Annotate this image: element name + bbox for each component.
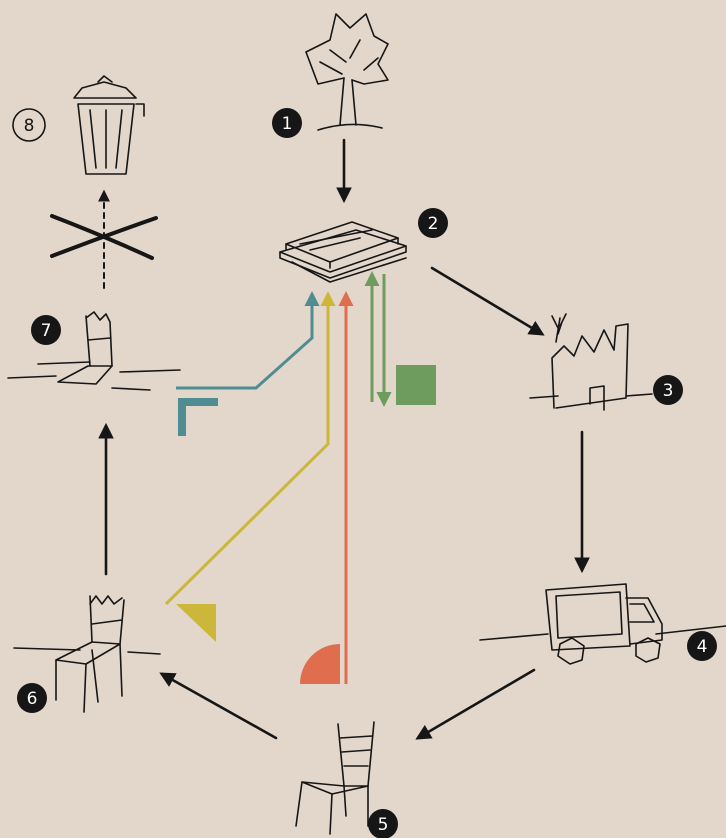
green-loop bbox=[364, 271, 436, 407]
broken-chair-icon bbox=[7, 311, 181, 391]
svg-text:2: 2 bbox=[428, 214, 439, 234]
step-badge-7: 7 bbox=[31, 315, 61, 345]
orange-quarter-circle-marker bbox=[300, 644, 340, 684]
chair-icon bbox=[295, 721, 375, 835]
svg-text:1: 1 bbox=[282, 114, 293, 134]
step-badge-6: 6 bbox=[17, 683, 47, 713]
svg-text:4: 4 bbox=[697, 637, 708, 657]
svg-text:6: 6 bbox=[27, 689, 38, 709]
teal-corner-marker bbox=[178, 398, 218, 436]
lumber-planks-icon bbox=[279, 221, 407, 283]
step-badge-1: 1 bbox=[272, 108, 302, 138]
step-badge-3: 3 bbox=[653, 375, 683, 405]
orange-loop bbox=[300, 291, 354, 684]
arrow-4-to-5 bbox=[415, 668, 536, 740]
worn-chair-icon bbox=[13, 595, 161, 713]
factory-icon bbox=[529, 313, 653, 411]
svg-text:7: 7 bbox=[41, 321, 52, 341]
tree-icon bbox=[305, 13, 389, 131]
green-square-marker bbox=[396, 365, 436, 405]
svg-text:5: 5 bbox=[378, 815, 389, 835]
step-badge-8: 8 bbox=[12, 108, 46, 142]
svg-text:8: 8 bbox=[24, 116, 35, 136]
cross-mark-icon bbox=[50, 214, 158, 260]
teal-loop bbox=[176, 291, 320, 436]
trash-can-icon bbox=[73, 75, 145, 175]
step-badge-5: 5 bbox=[368, 809, 398, 838]
delivery-truck-icon bbox=[479, 583, 726, 665]
arrow-2-to-3 bbox=[430, 266, 545, 336]
svg-text:3: 3 bbox=[663, 381, 674, 401]
arrow-5-to-6 bbox=[159, 672, 278, 740]
step-badge-2: 2 bbox=[418, 208, 448, 238]
yellow-triangle-marker bbox=[176, 604, 216, 642]
yellow-loop bbox=[164, 291, 336, 642]
step-badge-4: 4 bbox=[687, 631, 717, 661]
